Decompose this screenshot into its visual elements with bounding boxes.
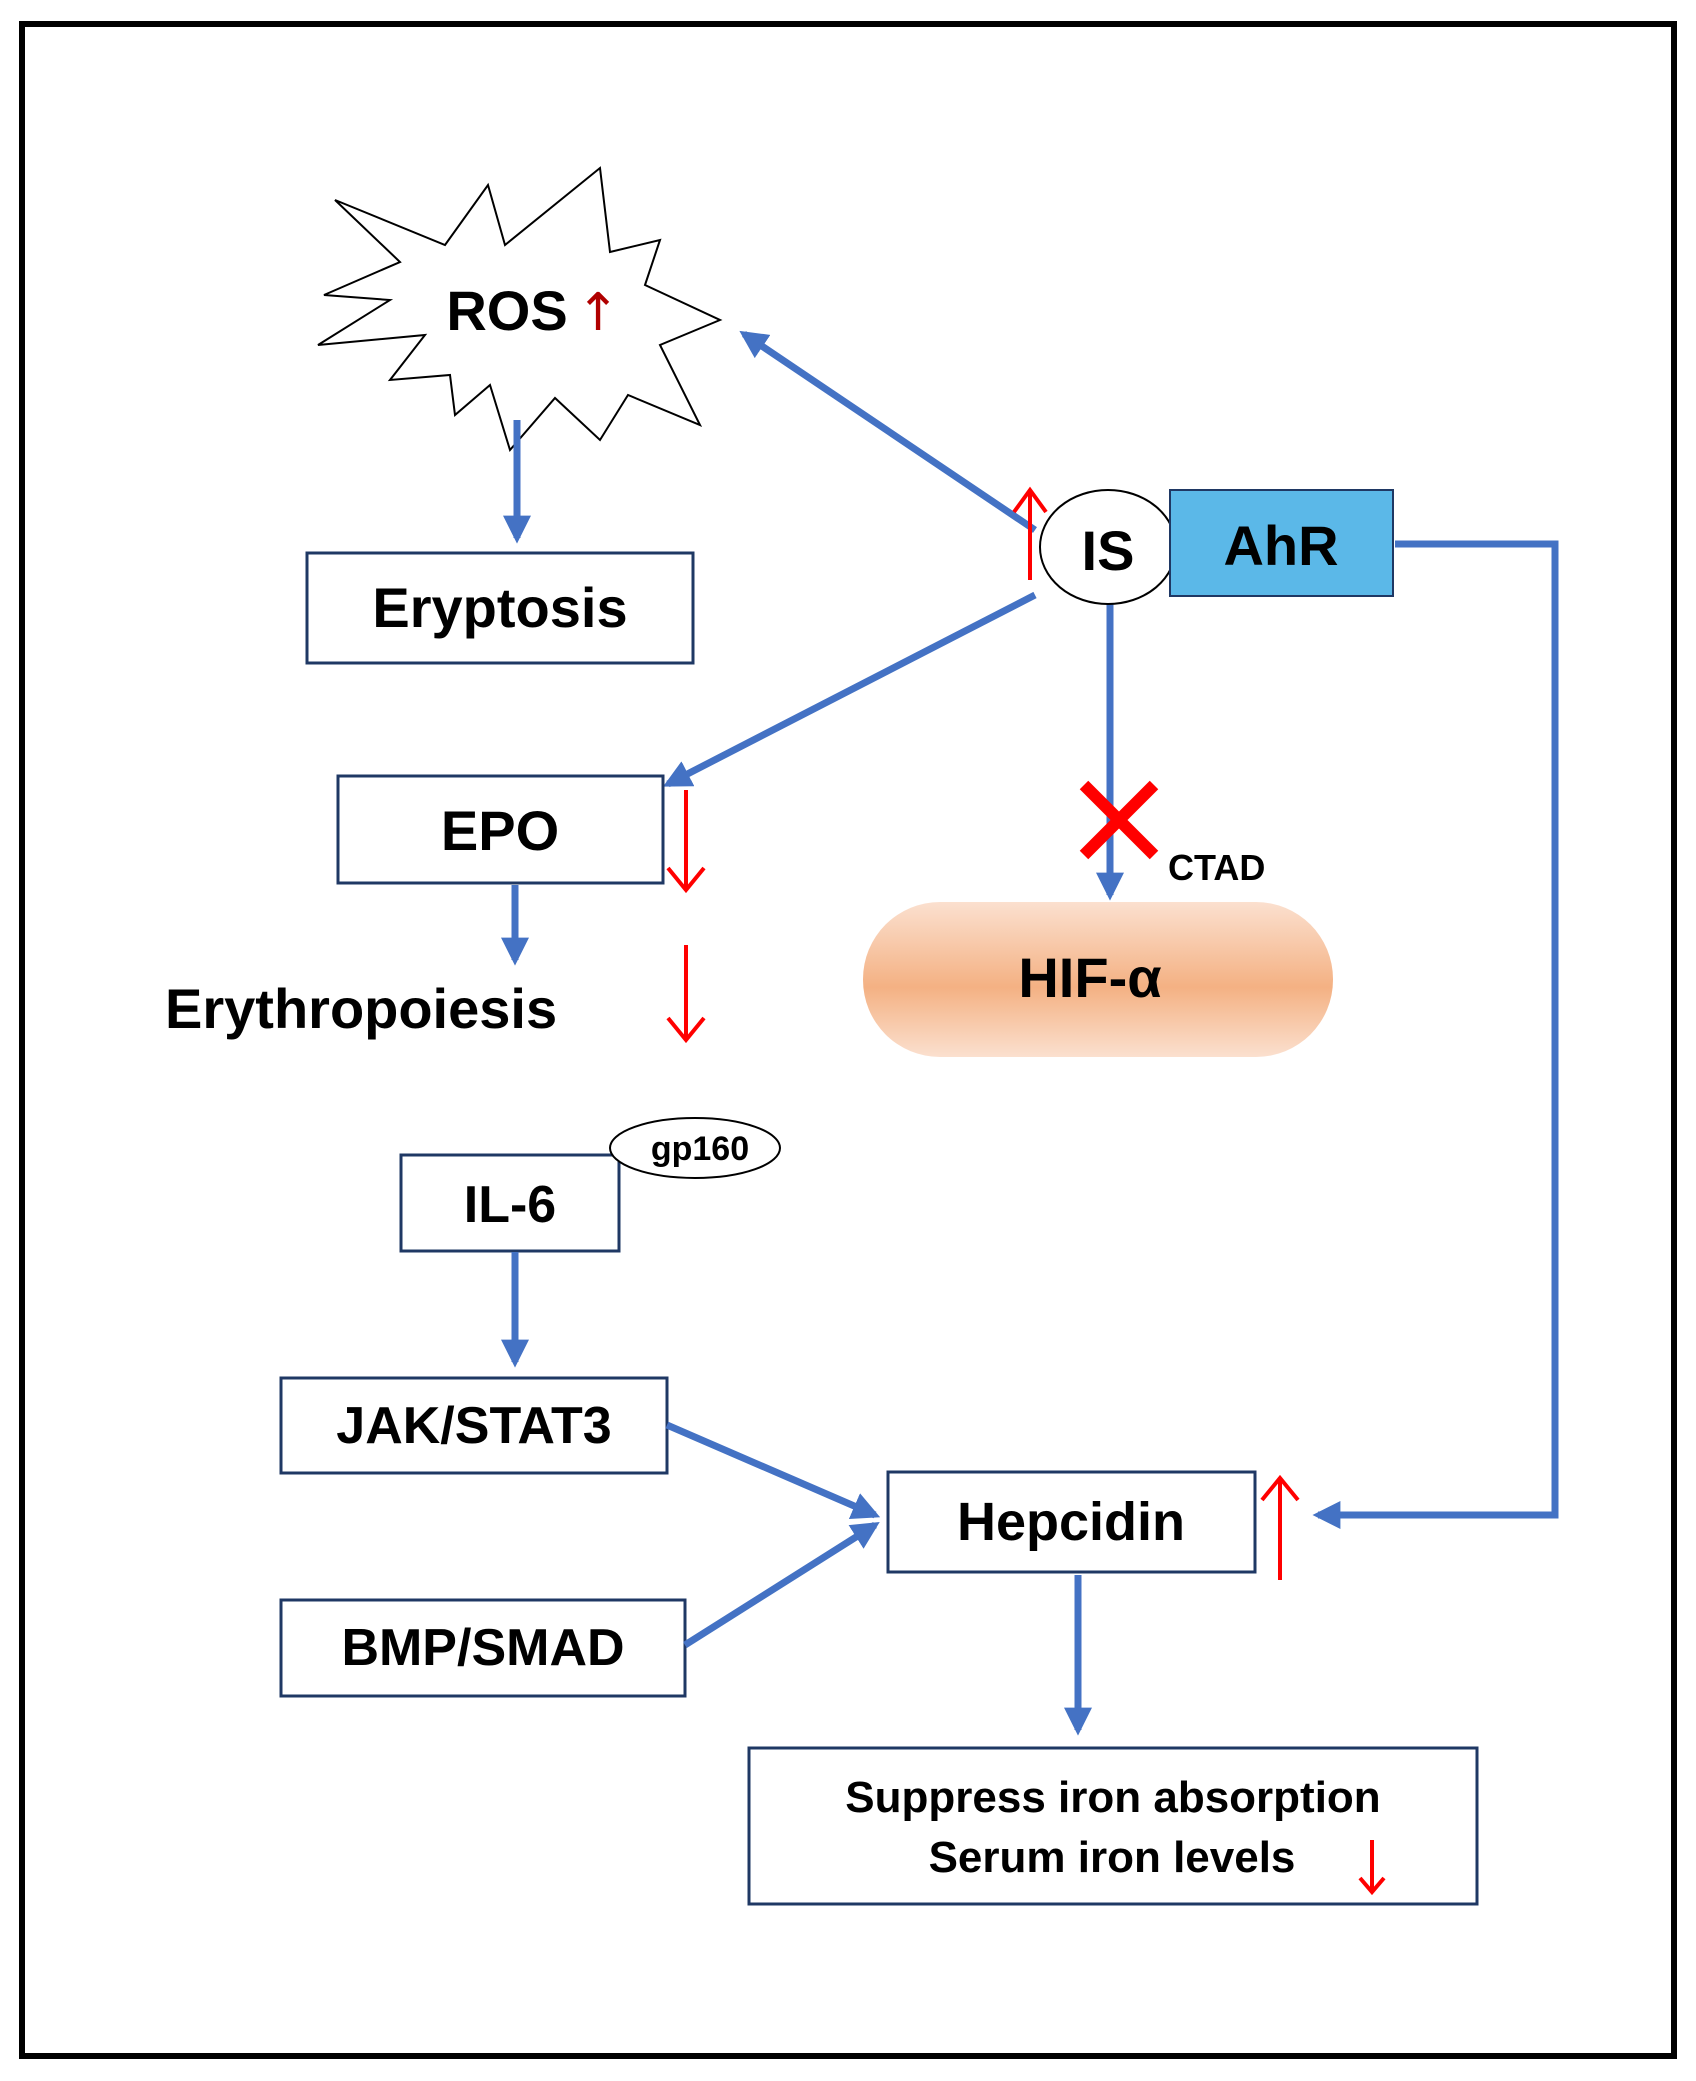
jak-stat3-label: JAK/STAT3 xyxy=(336,1397,611,1455)
arrow-ahr-to-hepcidin xyxy=(1312,540,1559,1529)
epo-label: EPO xyxy=(441,799,559,862)
bmp-smad-box xyxy=(279,1598,687,1698)
ros-up-arrow: ↑ xyxy=(576,283,620,343)
is-up-indicator xyxy=(1012,486,1048,580)
bmp-smad-label: BMP/SMAD xyxy=(341,1619,624,1677)
serum-down-indicator xyxy=(1358,1840,1386,1896)
epo-down-indicator xyxy=(666,790,706,894)
arrow-bmp-to-hepcidin xyxy=(683,1522,880,1648)
suppress-label: Suppress iron absorption xyxy=(845,1773,1380,1822)
outer-frame xyxy=(19,21,1677,2059)
arrow-jak-to-hepcidin xyxy=(665,1421,881,1519)
epo-box xyxy=(336,774,665,885)
il6-label: IL-6 xyxy=(464,1176,556,1234)
is-label: IS xyxy=(1082,519,1135,582)
hepcidin-label: Hepcidin xyxy=(957,1492,1185,1552)
block-x-icon xyxy=(1079,780,1159,860)
ros-label: ROS xyxy=(446,279,567,342)
ahr-box xyxy=(1169,489,1394,597)
erythropoiesis-down-indicator xyxy=(666,945,706,1044)
eryptosis-label: Eryptosis xyxy=(372,576,627,639)
ctad-label: CTAD xyxy=(1168,847,1265,888)
gp160-label: gp160 xyxy=(651,1130,749,1168)
ros-starburst xyxy=(317,166,723,453)
hif-label: HIF-α xyxy=(1018,946,1161,1009)
jak-stat3-box xyxy=(279,1376,669,1475)
erythropoiesis-label: Erythropoiesis xyxy=(165,977,557,1040)
ahr-label: AhR xyxy=(1223,514,1338,577)
outcome-box xyxy=(747,1746,1479,1906)
hepcidin-box xyxy=(886,1470,1257,1574)
serum-label: Serum iron levels xyxy=(929,1833,1296,1882)
hepcidin-up-indicator xyxy=(1260,1474,1300,1580)
hif-pill xyxy=(863,902,1333,1057)
arrow-is-to-epo xyxy=(663,591,1037,788)
gp160-ellipse xyxy=(609,1117,781,1179)
eryptosis-box xyxy=(305,551,695,665)
arrow-is-to-ros xyxy=(739,330,1037,533)
il6-box xyxy=(399,1153,621,1253)
